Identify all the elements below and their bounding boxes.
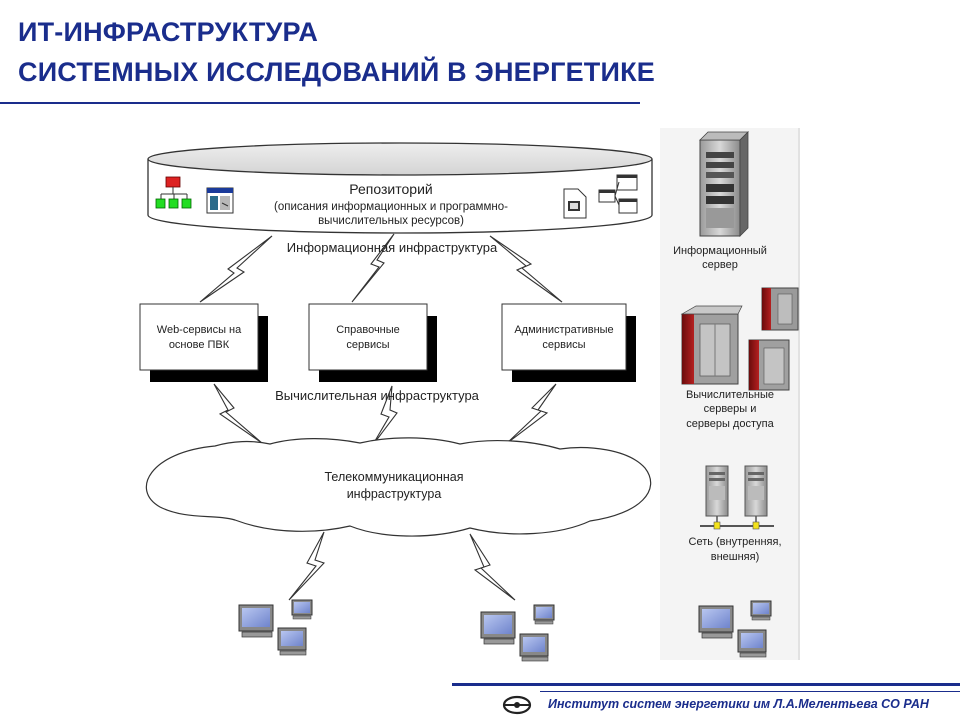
title-line-1: ИТ-ИНФРАСТРУКТУРА (18, 17, 319, 47)
repository-desc-1: (описания информационных и программно- (274, 201, 508, 213)
info-infrastructure-label: Информационная инфраструктура (287, 240, 498, 255)
workstation-cluster-1 (238, 599, 313, 656)
telecom-cloud (145, 437, 652, 537)
legend-compute-1: Вычислительные (686, 389, 774, 401)
legend-compute-2: серверы и (704, 403, 757, 415)
workstation-cluster-2 (480, 604, 555, 662)
service-label-1: Справочные (336, 324, 400, 336)
telecom-label-2: инфраструктура (347, 487, 442, 501)
computer-icon (698, 605, 734, 639)
information-server-icon (699, 131, 749, 237)
institute-logo-icon (502, 695, 532, 715)
service-label-2: сервисы (542, 339, 585, 351)
document-icon (563, 188, 587, 219)
service-label-1: Web-сервисы на (157, 324, 242, 336)
service-label-2: сервисы (346, 339, 389, 351)
service-box-admin: Административные сервисы (501, 303, 636, 382)
lightning-bolt (469, 533, 516, 601)
service-box-web: Web-сервисы на основе ПВК (139, 303, 268, 382)
lightning-bolt (199, 235, 273, 303)
compute-server-icon (748, 339, 790, 391)
repository-cylinder (147, 142, 653, 234)
computer-icon (533, 604, 555, 625)
footer-institute: Институт систем энергетики им Л.А.Мелент… (548, 697, 929, 711)
page-title: ИТ-ИНФРАСТРУКТУРА СИСТЕМНЫХ ИССЛЕДОВАНИЙ… (18, 12, 655, 92)
lightning-bolt (505, 383, 557, 445)
service-label-2: основе ПВК (169, 339, 230, 351)
compute-infrastructure-label: Вычислительная инфраструктура (275, 388, 480, 403)
lightning-bolt (213, 383, 263, 444)
compute-server-icon (680, 305, 743, 385)
computer-icon (737, 629, 767, 658)
lightning-connectors (199, 233, 563, 601)
repository-desc-2: вычислительных ресурсов) (318, 215, 464, 227)
legend-network-2: внешняя) (711, 551, 760, 563)
network-icon (700, 465, 774, 530)
legend-info-server-2: сервер (702, 259, 738, 271)
computer-icon (750, 600, 772, 621)
title-line-2: СИСТЕМНЫХ ИССЛЕДОВАНИЙ В ЭНЕРГЕТИКЕ (18, 57, 655, 87)
compute-server-icon (761, 287, 799, 331)
title-underline (0, 102, 640, 104)
computer-icon (238, 604, 274, 638)
hierarchy-icon (155, 176, 192, 209)
window-icon (206, 187, 234, 214)
service-box-reference: Справочные сервисы (308, 303, 437, 382)
computer-icon (519, 633, 549, 662)
linked-forms-icon (598, 174, 638, 214)
legend-network-1: Сеть (внутренняя, (689, 536, 782, 548)
lightning-bolt (288, 531, 325, 601)
footer-rule (452, 683, 960, 686)
computer-icon (291, 599, 313, 620)
legend-compute-3: серверы доступа (686, 418, 774, 430)
service-label-1: Административные (514, 324, 613, 336)
computer-icon (277, 627, 307, 656)
telecom-label-1: Телекоммуникационная (324, 470, 463, 484)
lightning-bolt (489, 235, 563, 303)
workstation-cluster-legend (698, 600, 772, 658)
repository-title: Репозиторий (349, 181, 432, 197)
legend-info-server-1: Информационный (673, 245, 767, 257)
computer-icon (480, 611, 516, 645)
lightning-bolt (351, 233, 395, 303)
